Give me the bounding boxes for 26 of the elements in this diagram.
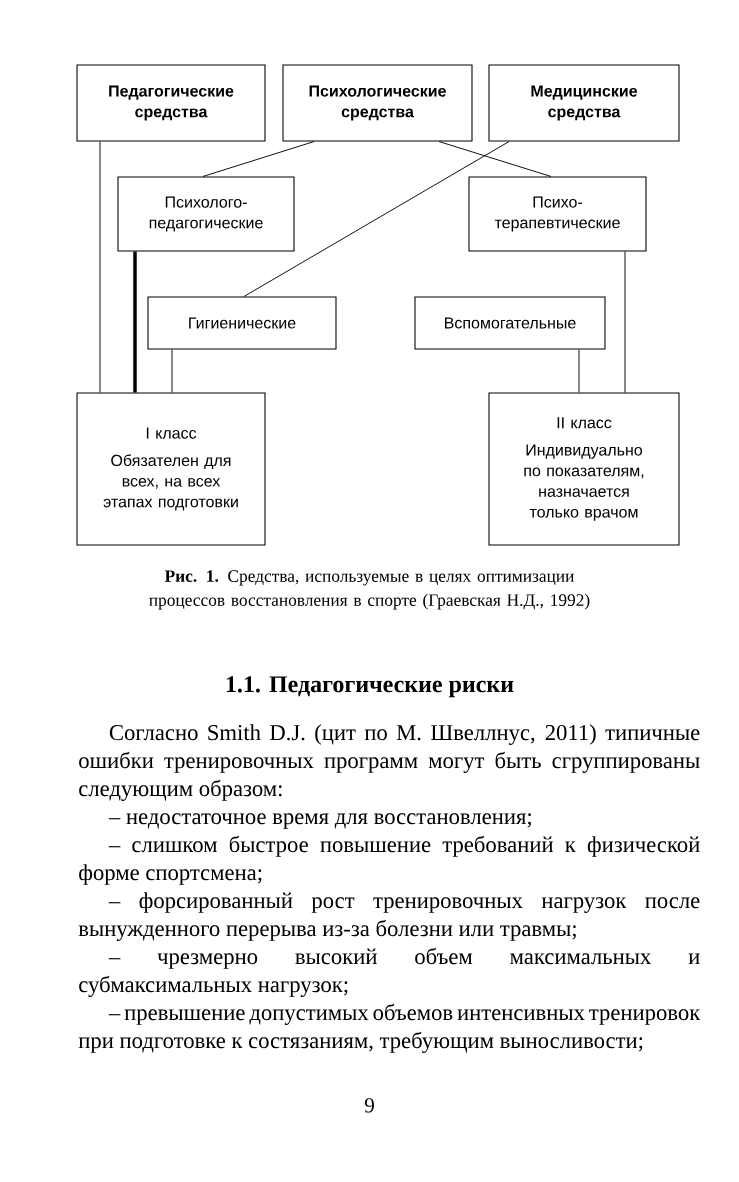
paragraph: – недостаточное время для восстановления; [108,813,531,829]
box: Педагогические средства [76,64,266,142]
box: I класс Обязателен для всех, на всех этапах подготовки [76,392,266,546]
connector-line [171,349,173,393]
connector-line [243,141,510,297]
section-heading: 1.1. Педагогические риски [226,676,514,698]
box: Вспомогательные [414,296,606,350]
box: Психолого-педагогические [117,176,295,252]
paragraph: – форсированный рост тренировочных нагрузок после вынужденного перерыва из-за болезни или травмы; [78,892,700,941]
box: Медицинские средства [488,64,680,142]
connector-line [99,141,101,393]
box: Психо-терапевтические [468,176,647,252]
paragraph: Согласно Smith D.J. (цит по М. Швеллнус, 2011) типичные ошибки тренировочных программ могут быть сгруппированы следующим образом: [79,724,700,801]
page-number: 9 [364,1098,374,1113]
box: Психологические средства [282,64,473,142]
paragraph: – превышение допустимых объемов интенсивных тренировок при подготовке к состязаниям, требующим выносливости; [78,1003,701,1053]
box: II класс Индивидуально по показателям, назначается только врачом [488,392,680,546]
connector-line [578,349,580,393]
box: Гигиенические [147,296,337,350]
paragraph: – слишком быстрое повышение требований к физической форме спортсмена; [79,835,700,885]
connector-line [624,251,626,393]
connector-line [202,141,315,177]
connector-line [438,141,552,177]
figure-caption: Рис. 1. Средства, используемые в целях оптимизации процессов восстановления в спорте (Граевская Н.Д., 1992) [149,570,590,610]
connector-line [133,251,137,393]
paragraph: – чрезмерно высокий объем максимальных и субмаксимальных нагрузок; [79,947,700,997]
